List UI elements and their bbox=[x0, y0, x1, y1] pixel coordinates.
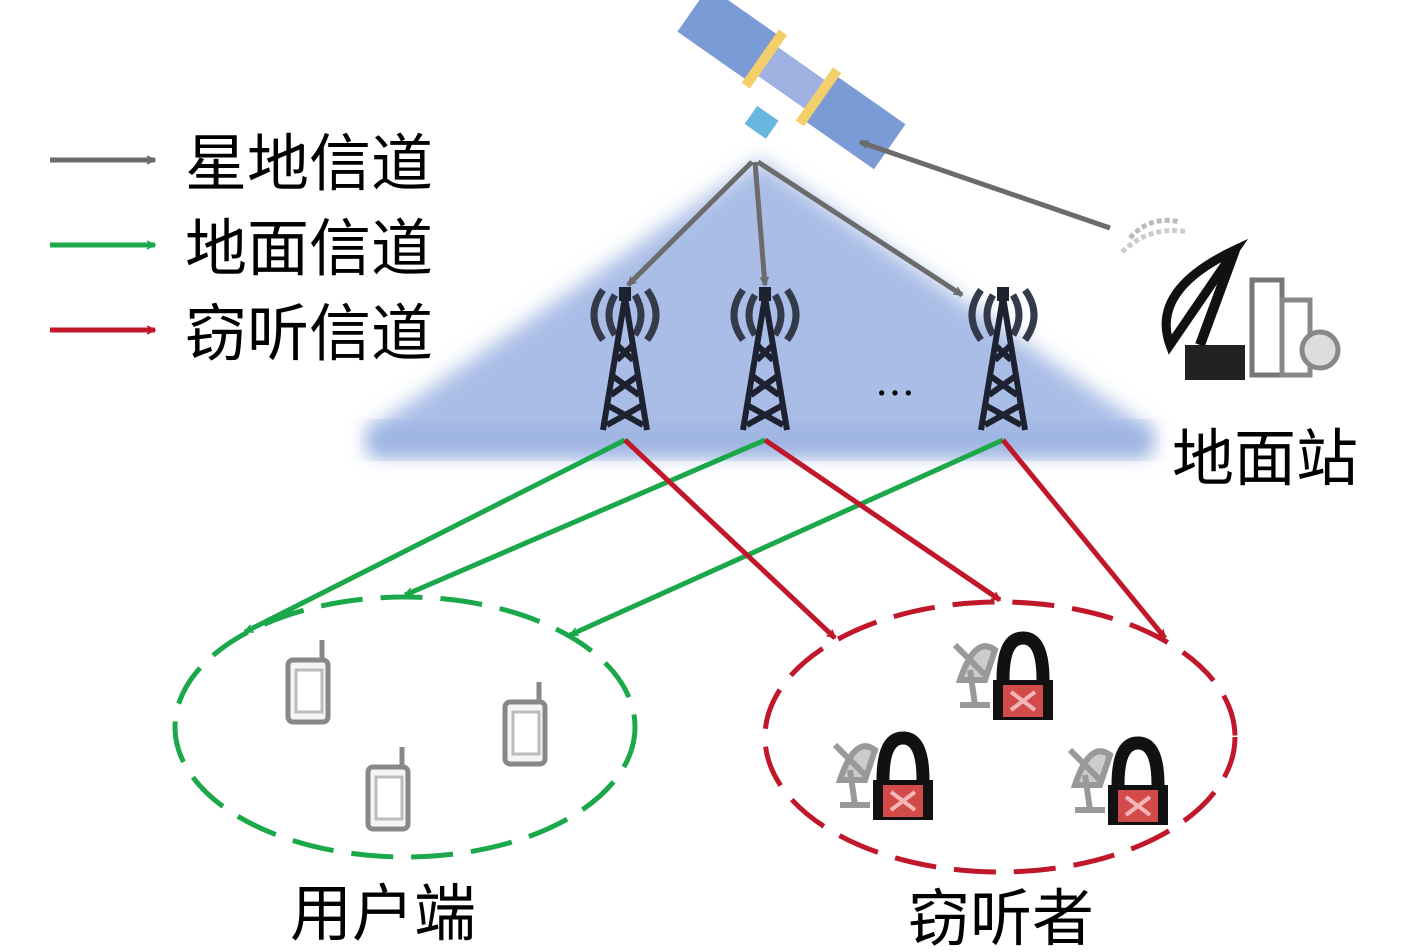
satellite-icon bbox=[677, 0, 906, 170]
eavesdrop-links bbox=[623, 437, 1167, 640]
eavesdropper-icon bbox=[955, 638, 1053, 720]
ground-station-icon bbox=[1120, 217, 1341, 380]
legend-label: 星地信道 bbox=[185, 127, 433, 200]
user-phone-icon bbox=[288, 640, 328, 722]
satellite-ground-links bbox=[626, 139, 1111, 298]
legend-item-eavesdrop-channel: 窃听信道 bbox=[50, 297, 433, 370]
user-phone-icon bbox=[505, 682, 545, 764]
eavesdropper-cluster-boundary bbox=[762, 599, 1238, 875]
ellipsis-label: … bbox=[875, 359, 915, 405]
legend-item-satellite-ground-channel: 星地信道 bbox=[50, 127, 433, 200]
user-cluster-boundary bbox=[172, 594, 638, 860]
legend-item-terrestrial-channel: 地面信道 bbox=[50, 212, 433, 285]
legend: 星地信道 地面信道 窃听信道 bbox=[50, 127, 433, 370]
ground-station-label: 地面站 bbox=[1172, 422, 1358, 495]
eavesdropper-icon bbox=[835, 738, 933, 820]
eavesdroppers-label: 窃听者 bbox=[908, 882, 1094, 952]
legend-label: 地面信道 bbox=[185, 212, 433, 285]
user-phone-icon bbox=[368, 747, 408, 829]
terrestrial-links bbox=[245, 437, 1005, 638]
eavesdropper-icon bbox=[1070, 743, 1168, 825]
legend-label: 窃听信道 bbox=[185, 297, 433, 370]
users-label: 用户端 bbox=[290, 877, 476, 950]
